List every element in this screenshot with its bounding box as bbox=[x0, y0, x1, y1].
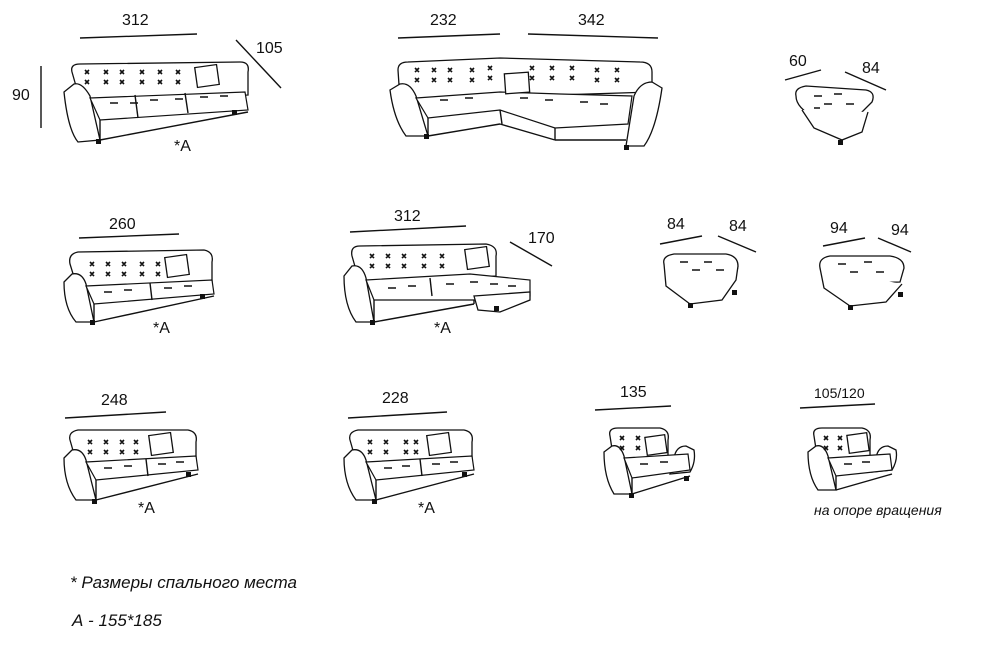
sofa-312-drawing bbox=[40, 33, 282, 144]
chair-135-drawing bbox=[594, 405, 696, 498]
chair-swivel-drawing bbox=[799, 403, 898, 491]
dim-line-60 bbox=[784, 69, 822, 81]
dim-line-94b bbox=[877, 237, 912, 253]
dim-line-84 bbox=[844, 71, 887, 91]
dim-line-248 bbox=[64, 411, 167, 419]
dim-line-312b bbox=[349, 225, 467, 233]
dim-line-94a bbox=[822, 237, 866, 247]
dim-label-170: 170 bbox=[528, 230, 555, 247]
dim-label-260: 260 bbox=[109, 216, 136, 233]
sleeping-mark: *A bbox=[434, 320, 451, 337]
legend-sleeping-size: * Размеры спального места bbox=[70, 573, 297, 592]
pouf-94-drawing bbox=[819, 237, 912, 310]
dim-label-94a: 94 bbox=[830, 220, 848, 237]
dim-line-170 bbox=[509, 241, 553, 267]
sofa-248-drawing bbox=[63, 411, 199, 504]
dim-label-90: 90 bbox=[12, 87, 30, 104]
dim-label-228: 228 bbox=[382, 390, 409, 407]
dim-line-84b bbox=[717, 235, 757, 253]
dim-line-342 bbox=[527, 33, 659, 39]
dim-label-84a: 84 bbox=[667, 216, 685, 233]
dim-label-84b: 84 bbox=[729, 218, 747, 235]
dim-line-260 bbox=[78, 233, 180, 239]
dim-label-312: 312 bbox=[122, 12, 149, 29]
dim-label-248: 248 bbox=[101, 392, 128, 409]
corner-sofa-drawing bbox=[389, 33, 663, 150]
dim-label-84: 84 bbox=[862, 60, 880, 77]
swivel-caption: на опоре вращения bbox=[814, 502, 942, 518]
dim-line-232 bbox=[397, 33, 501, 39]
dim-line-312 bbox=[79, 33, 198, 39]
dim-label-60: 60 bbox=[789, 53, 807, 70]
sleeping-mark: *A bbox=[174, 138, 191, 155]
sleeping-mark: *A bbox=[153, 320, 170, 337]
dim-line-84a bbox=[659, 235, 703, 245]
dim-line-105-120 bbox=[799, 403, 876, 409]
dim-line-105 bbox=[235, 39, 282, 89]
dim-label-105-120: 105/120 bbox=[814, 385, 865, 401]
dim-line-228 bbox=[347, 411, 448, 419]
pouf-60-drawing bbox=[784, 69, 887, 145]
sleeping-mark: *A bbox=[418, 500, 435, 517]
pouf-84-drawing bbox=[659, 235, 757, 308]
dim-label-312b: 312 bbox=[394, 208, 421, 225]
chaise-sofa-drawing bbox=[343, 225, 553, 325]
dim-label-232: 232 bbox=[430, 12, 457, 29]
dim-label-105: 105 bbox=[256, 40, 283, 57]
sofa-260-drawing bbox=[63, 233, 215, 325]
dim-line-135 bbox=[594, 405, 672, 411]
dim-label-94b: 94 bbox=[891, 222, 909, 239]
legend-size-a: А - 155*185 bbox=[72, 611, 162, 630]
dim-label-135: 135 bbox=[620, 384, 647, 401]
dim-label-342: 342 bbox=[578, 12, 605, 29]
sleeping-mark: *A bbox=[138, 500, 155, 517]
sofa-228-drawing bbox=[343, 411, 475, 504]
